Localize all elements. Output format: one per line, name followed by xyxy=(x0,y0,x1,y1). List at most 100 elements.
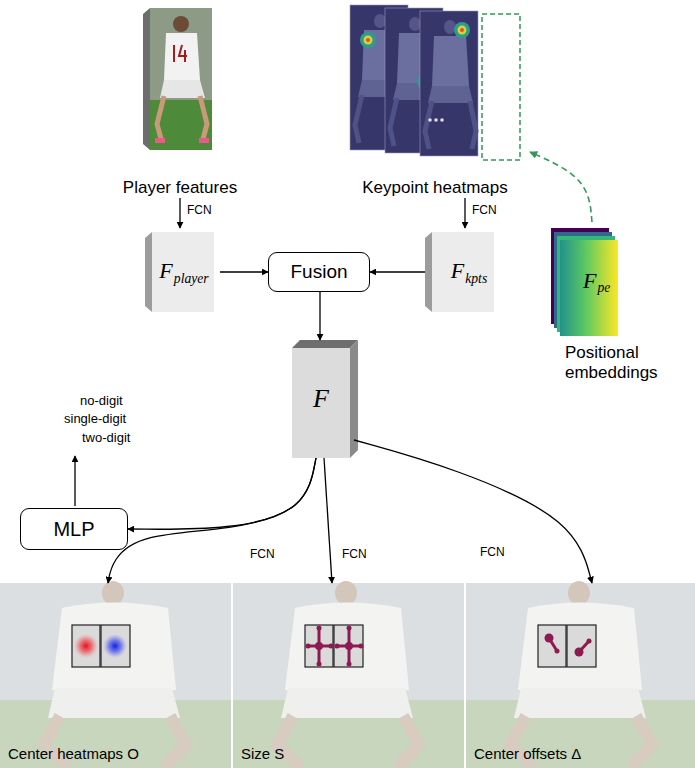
feature-slab xyxy=(292,348,350,458)
player-photo xyxy=(143,8,212,150)
feature-map: Fkpts xyxy=(425,228,505,314)
text-line: Fpe xyxy=(545,268,670,293)
image-panel: Player features xyxy=(100,0,260,198)
offset-panel xyxy=(466,581,695,768)
connectors xyxy=(108,152,592,583)
text-line: Fkpts xyxy=(451,258,487,283)
text-line: Center offsets Δ xyxy=(474,745,581,762)
size-panel xyxy=(329,644,334,649)
player-photo xyxy=(143,8,150,150)
node-label: MLP xyxy=(53,518,94,540)
player-photo xyxy=(160,80,205,98)
connector-arrow xyxy=(128,458,316,529)
heatmap-stack xyxy=(360,32,376,48)
edge-label: FCN xyxy=(187,204,212,218)
player-photo xyxy=(155,138,165,143)
connector-arrow xyxy=(370,271,425,272)
heatmap-stack xyxy=(458,26,467,35)
size-panel xyxy=(347,626,352,631)
process-box: Fusion xyxy=(268,252,370,292)
math-subscript: pe xyxy=(597,280,610,295)
output-class: single-digit xyxy=(64,412,126,427)
connector-arrow xyxy=(530,152,592,222)
edge-label: FCN xyxy=(480,546,505,560)
offset-panel xyxy=(575,648,584,657)
connector-arrow xyxy=(324,458,332,583)
text-line: Fusion xyxy=(290,261,347,283)
connector-arrow xyxy=(464,198,465,228)
offset-panel xyxy=(555,649,560,654)
offset-panel xyxy=(587,639,592,644)
size-panel xyxy=(233,581,464,768)
heatmap-stack xyxy=(434,118,438,122)
size-panel xyxy=(335,644,340,649)
size-panel xyxy=(347,662,352,667)
heatmap-stack xyxy=(428,118,432,122)
process-box: MLP xyxy=(20,508,128,550)
feature-map: FpePositional embeddings xyxy=(545,222,670,394)
heatmap-panel xyxy=(103,634,127,658)
node-label: F xyxy=(583,268,596,293)
heatmap-stack xyxy=(460,28,464,32)
output-panel: Size S xyxy=(233,583,464,768)
embedding-stack xyxy=(551,228,618,336)
heatmap-panel xyxy=(74,634,98,658)
connector-arrow xyxy=(179,198,180,228)
node-label: Size S xyxy=(241,745,284,762)
size-panel xyxy=(317,662,322,667)
connector-arrow xyxy=(220,271,268,272)
edge-label: FCN xyxy=(472,204,497,218)
output-panel: Center offsets Δ xyxy=(466,583,695,768)
size-panel xyxy=(306,644,311,649)
player-photo xyxy=(173,16,189,32)
node-label: F xyxy=(451,258,464,283)
size-panel xyxy=(337,628,361,664)
embedding-stack xyxy=(560,240,618,336)
heatmap-stack xyxy=(350,5,520,160)
text-line: Keypoint heatmaps xyxy=(362,178,508,198)
node-label: Positional embeddings xyxy=(565,343,658,382)
size-panel xyxy=(233,581,464,768)
heatmap-stack xyxy=(364,36,373,45)
feature-slab xyxy=(425,232,432,312)
output-panel: Center heatmaps O xyxy=(0,583,231,768)
heatmap-stack xyxy=(440,118,444,122)
image-panel: Keypoint heatmaps xyxy=(340,0,530,198)
node-label: F xyxy=(313,384,329,413)
heatmap-stack xyxy=(454,22,470,38)
feature-slab xyxy=(292,340,358,348)
connector-arrow xyxy=(319,292,320,340)
math-subscript: player xyxy=(174,271,209,286)
node-label: Player features xyxy=(123,178,237,197)
node-label: Fusion xyxy=(290,261,347,282)
text-line: Size S xyxy=(241,745,284,762)
player-photo xyxy=(199,138,209,143)
feature-slab xyxy=(145,232,494,458)
node-label: F xyxy=(159,258,172,283)
size-panel xyxy=(345,642,353,650)
text-line: Center heatmaps O xyxy=(8,745,139,762)
heatmap-stack xyxy=(366,38,370,42)
player-photo xyxy=(200,96,207,139)
text-line: Positional embeddings xyxy=(545,343,670,382)
text-line: F xyxy=(313,384,329,414)
edge-label: FCN xyxy=(250,548,275,562)
heatmap-panel xyxy=(0,581,231,768)
connector-arrow xyxy=(354,440,592,583)
offset-panel xyxy=(466,581,695,768)
edge-label: FCN xyxy=(342,548,367,562)
feature-map: F xyxy=(288,340,354,458)
feature-slab xyxy=(432,232,494,312)
output-class: no-digit xyxy=(80,394,123,409)
offset-panel xyxy=(545,634,554,643)
player-photo xyxy=(174,45,187,62)
size-panel xyxy=(359,644,364,649)
text-line: MLP xyxy=(53,518,94,541)
node-label: Center heatmaps O xyxy=(8,745,139,762)
heatmap-panel xyxy=(0,581,231,768)
output-class: two-digit xyxy=(82,431,130,446)
